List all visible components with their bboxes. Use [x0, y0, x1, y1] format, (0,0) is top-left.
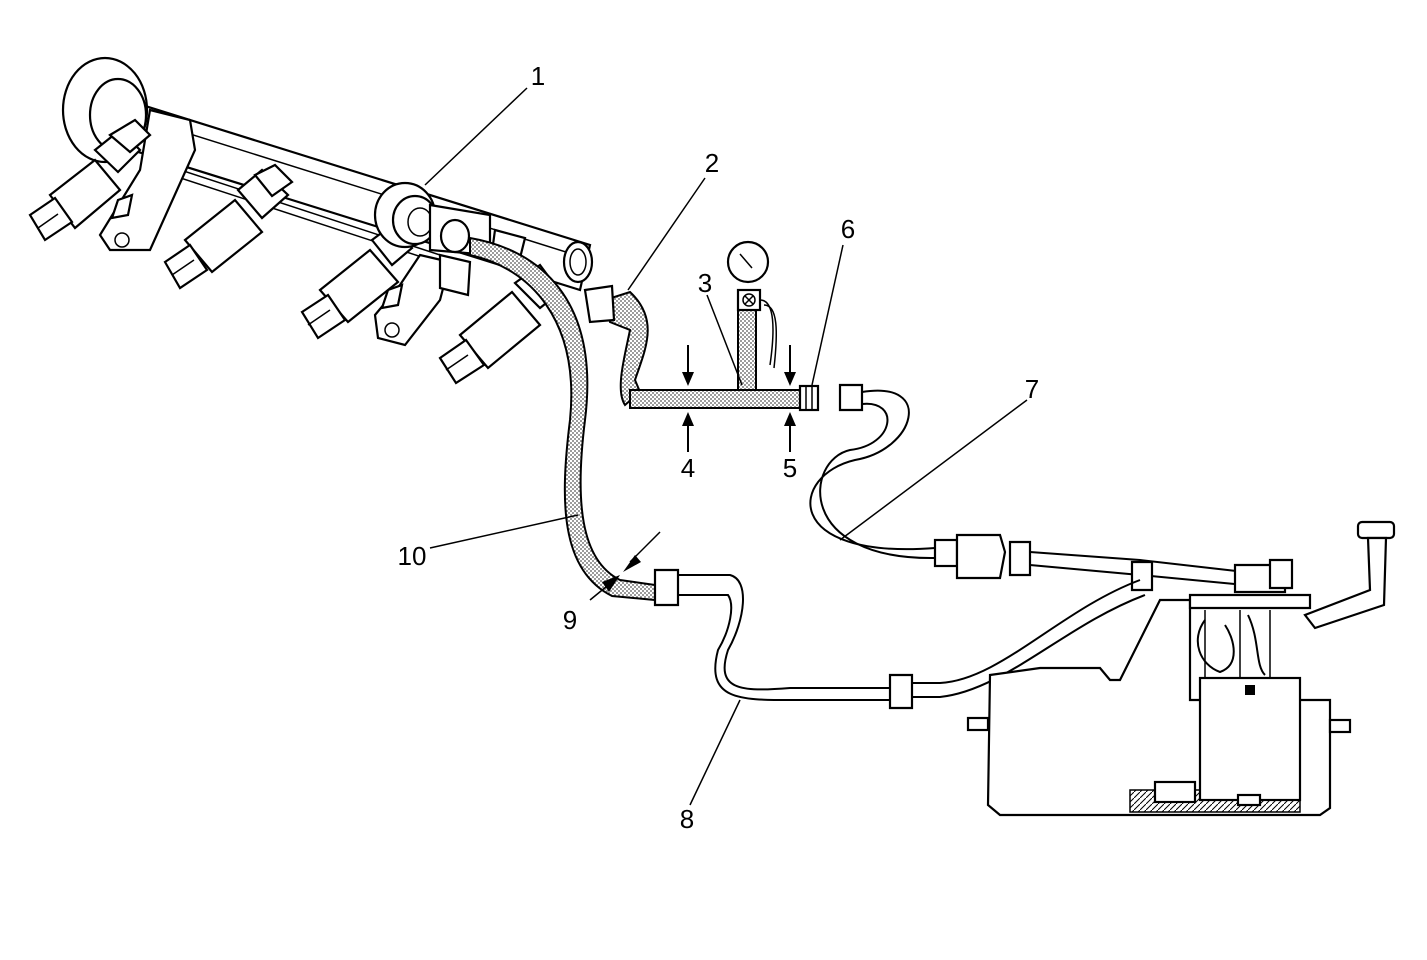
rail-bracket-left — [98, 108, 197, 252]
shutoff-arrows — [682, 345, 796, 452]
callout-4: 4 — [681, 453, 695, 483]
return-line-to-tank — [678, 574, 1146, 710]
callout-1: 1 — [531, 61, 545, 91]
leader-lines — [424, 87, 1028, 806]
callout-9: 9 — [563, 605, 577, 635]
callout-3: 3 — [698, 268, 712, 298]
callout-5: 5 — [783, 453, 797, 483]
callout-8: 8 — [680, 804, 694, 834]
fuel-pressure-regulator — [373, 181, 527, 297]
filter-to-tank-line — [1029, 551, 1246, 592]
gauge-inlet-hose — [603, 290, 649, 407]
feed-hose-to-filter — [809, 383, 936, 560]
filler-neck — [1303, 520, 1396, 630]
fuel-pressure-gauge-tee — [629, 240, 820, 412]
callout-7: 7 — [1025, 374, 1039, 404]
fuel-injector-2 — [163, 163, 294, 290]
callout-10: 10 — [398, 541, 427, 571]
gauge-inlet-fitting — [583, 284, 616, 324]
fuel-injector-1 — [28, 118, 152, 242]
fuel-filter — [933, 533, 1032, 580]
callout-2: 2 — [705, 148, 719, 178]
rail-bracket-right — [373, 253, 452, 347]
callout-6: 6 — [841, 214, 855, 244]
return-hose-fitting — [653, 568, 680, 607]
fuel-pump-module — [1188, 558, 1312, 807]
